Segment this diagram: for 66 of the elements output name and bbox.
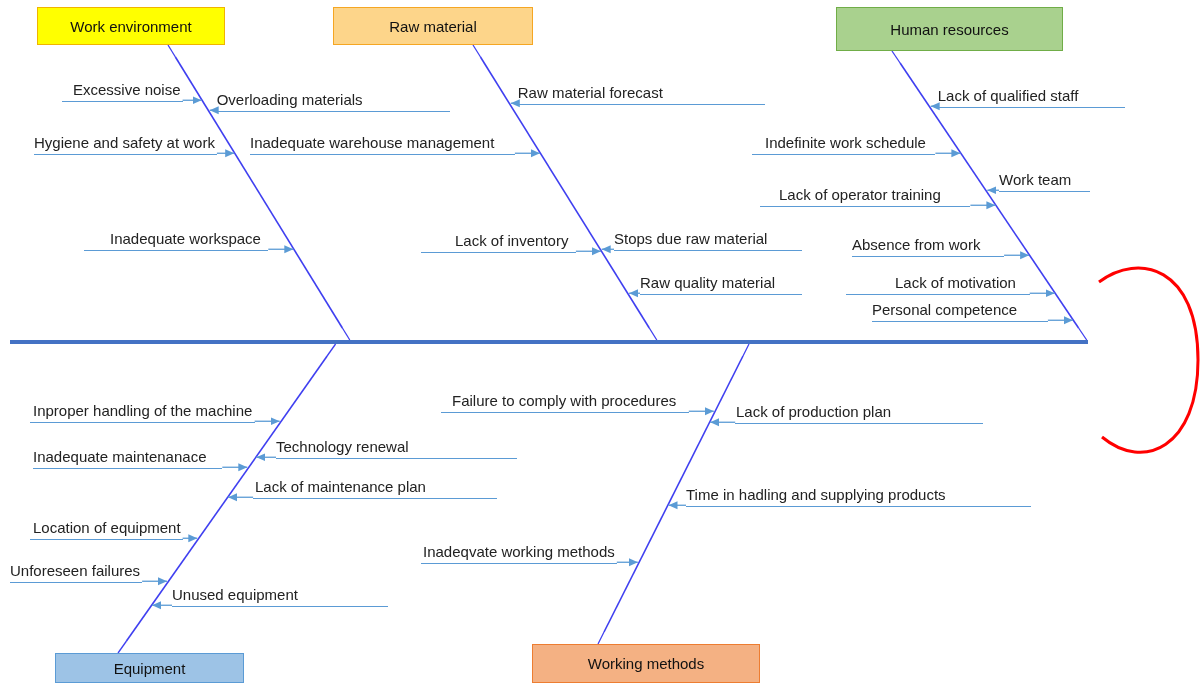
connector-line [341,327,351,341]
category-box: Work environment [37,7,225,45]
cause-label: Location of equipment [30,519,183,540]
cause-label: Inadeqvate working methods [421,543,617,564]
connector-line [648,327,658,341]
cause-label: Failure to comply with procedures [441,392,689,413]
cause-label: Time in hadling and supplying products [686,486,1031,507]
category-box: Equipment [55,653,244,683]
cause-label: Absence from work [852,236,1005,257]
arrow [1029,289,1056,298]
arrow [151,601,173,610]
arrow [930,102,940,111]
cause-label: Overloading materials [216,91,450,112]
cause-label: Inproper handling of the machine [30,402,255,423]
arrow [986,186,1000,195]
cause-label: Stops due raw material [614,230,802,251]
arrow [254,417,281,426]
arrow [514,149,541,158]
cause-label: Indefinite work schedule [752,134,936,155]
category-box: Human resources [836,7,1063,51]
cause-label: Inadequate warehouse management [250,134,515,155]
cause-label: Raw material forecast [517,84,765,105]
arrow [181,534,198,543]
cause-label: Technology renewal [276,438,517,459]
connector-line [326,343,337,357]
arrow [709,418,736,427]
arrow [601,245,615,254]
cause-label: Inadequate workspace [84,230,269,251]
connector-line [472,44,482,58]
arrow [667,501,687,510]
arrow [141,577,168,586]
arrow [227,493,254,502]
cause-label: Lack of production plan [735,403,983,424]
arrow [575,247,602,256]
cause-label: Lack of qualified staff [937,87,1125,108]
cause-label: Unused equipment [172,586,388,607]
arrow [267,245,294,254]
cause-label: Inadequate maintenanace [33,448,223,469]
cause-label: Excessive noise [62,81,183,102]
cause-label: Lack of maintenance plan [253,478,497,499]
arrow [1047,316,1074,325]
connector-line [117,640,128,654]
arrow [934,149,962,158]
arrow [181,96,203,105]
cause-label: Lack of operator training [760,186,971,207]
arrow [969,201,997,210]
cause-label: Work team [999,171,1090,192]
arrow [216,149,235,158]
arrow [221,463,248,472]
connector-line [167,44,177,58]
arrow [628,289,641,298]
cause-label: Lack of motivation [846,274,1030,295]
cause-label: Raw quality material [640,274,802,295]
connector-line [891,50,901,64]
category-box: Working methods [532,644,760,683]
cause-label: Unforeseen failures [10,562,143,583]
arrow [1003,251,1030,260]
arrow [688,407,715,416]
cause-label: Personal competence [872,301,1048,322]
cause-label: Lack of inventory [421,232,576,253]
arrow [255,453,277,462]
cause-label: Hygiene and safety at work [34,134,217,155]
category-box: Raw material [333,7,533,45]
arrow [510,99,520,108]
arrow [209,106,219,115]
arrow [616,558,639,567]
